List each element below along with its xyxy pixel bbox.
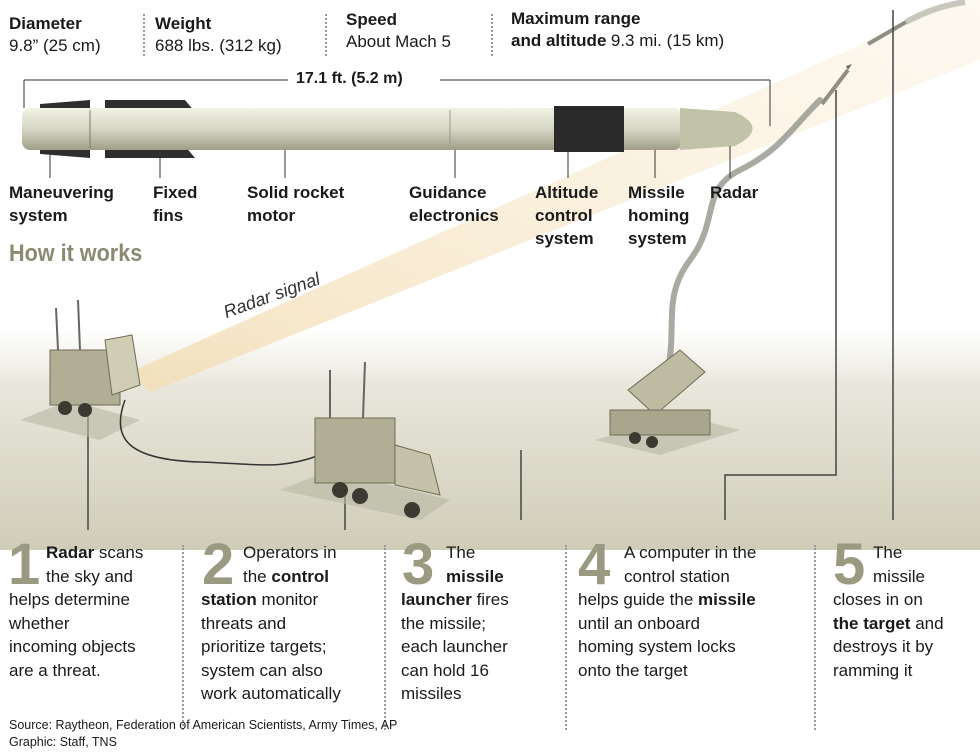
- spec-value: 688 lbs. (312 kg): [155, 36, 282, 55]
- part-radar: Radar: [710, 183, 759, 202]
- step4-pointer-line: [724, 90, 837, 520]
- radar-beam: [130, 0, 980, 392]
- guidance-band: [554, 106, 624, 152]
- step-number: 3: [402, 532, 435, 597]
- spec-weight: Weight 688 lbs. (312 kg): [155, 13, 282, 57]
- step-5-text: The missile closes in on the target and …: [833, 543, 944, 680]
- spec-value: 9.3 mi. (15 km): [610, 31, 725, 50]
- step-2-text: Operators in the control station monitor…: [201, 543, 341, 703]
- step-number: 2: [202, 532, 235, 597]
- spec-value: About Mach 5: [346, 32, 451, 51]
- missile-launcher-icon: [595, 349, 740, 455]
- missile-nose: [680, 108, 753, 150]
- spec-label: Maximum range: [511, 9, 641, 28]
- step-number: 1: [8, 532, 41, 597]
- spec-label: and altitude: [511, 31, 607, 50]
- step-3-text: The missile launcher fires the missile; …: [401, 543, 509, 703]
- divider: [565, 545, 567, 730]
- spec-value: 9.8” (25 cm): [9, 36, 101, 55]
- spec-label: Speed: [346, 10, 398, 29]
- spec-speed: Speed About Mach 5: [346, 9, 451, 53]
- step-4-text: A computer in the control station helps …: [578, 543, 757, 680]
- divider: [182, 545, 184, 730]
- smoke-trail: [662, 97, 823, 383]
- step-number: 4: [578, 532, 611, 597]
- spec-label: Weight: [155, 14, 212, 33]
- divider: [814, 545, 816, 730]
- section-heading: How it works: [9, 240, 143, 267]
- step-number: 5: [833, 532, 866, 597]
- source-credit: Source: Raytheon, Federation of American…: [9, 718, 398, 732]
- missile-length-label: 17.1 ft. (5.2 m): [292, 70, 407, 88]
- divider: [384, 545, 386, 730]
- spec-label: Diameter: [9, 14, 82, 33]
- target-icon: [866, 0, 966, 46]
- radar-unit-icon: [20, 299, 141, 440]
- spec-range: Maximum range and altitude 9.3 mi. (15 k…: [511, 8, 724, 52]
- desert-ground: [0, 330, 980, 550]
- divider: [491, 14, 493, 56]
- missile-diagram: [22, 100, 753, 178]
- cable: [119, 399, 321, 466]
- graphic-credit: Graphic: Staff, TNS: [9, 735, 117, 749]
- missile-body: [22, 108, 682, 150]
- missile-in-flight-icon: [820, 64, 852, 106]
- divider: [325, 14, 327, 56]
- spec-diameter: Diameter 9.8” (25 cm): [9, 13, 101, 57]
- length-bracket: [23, 79, 771, 126]
- step-1-text: Radar scans the sky and helps determine …: [9, 543, 144, 680]
- divider: [143, 14, 145, 56]
- control-station-truck-icon: [280, 361, 450, 520]
